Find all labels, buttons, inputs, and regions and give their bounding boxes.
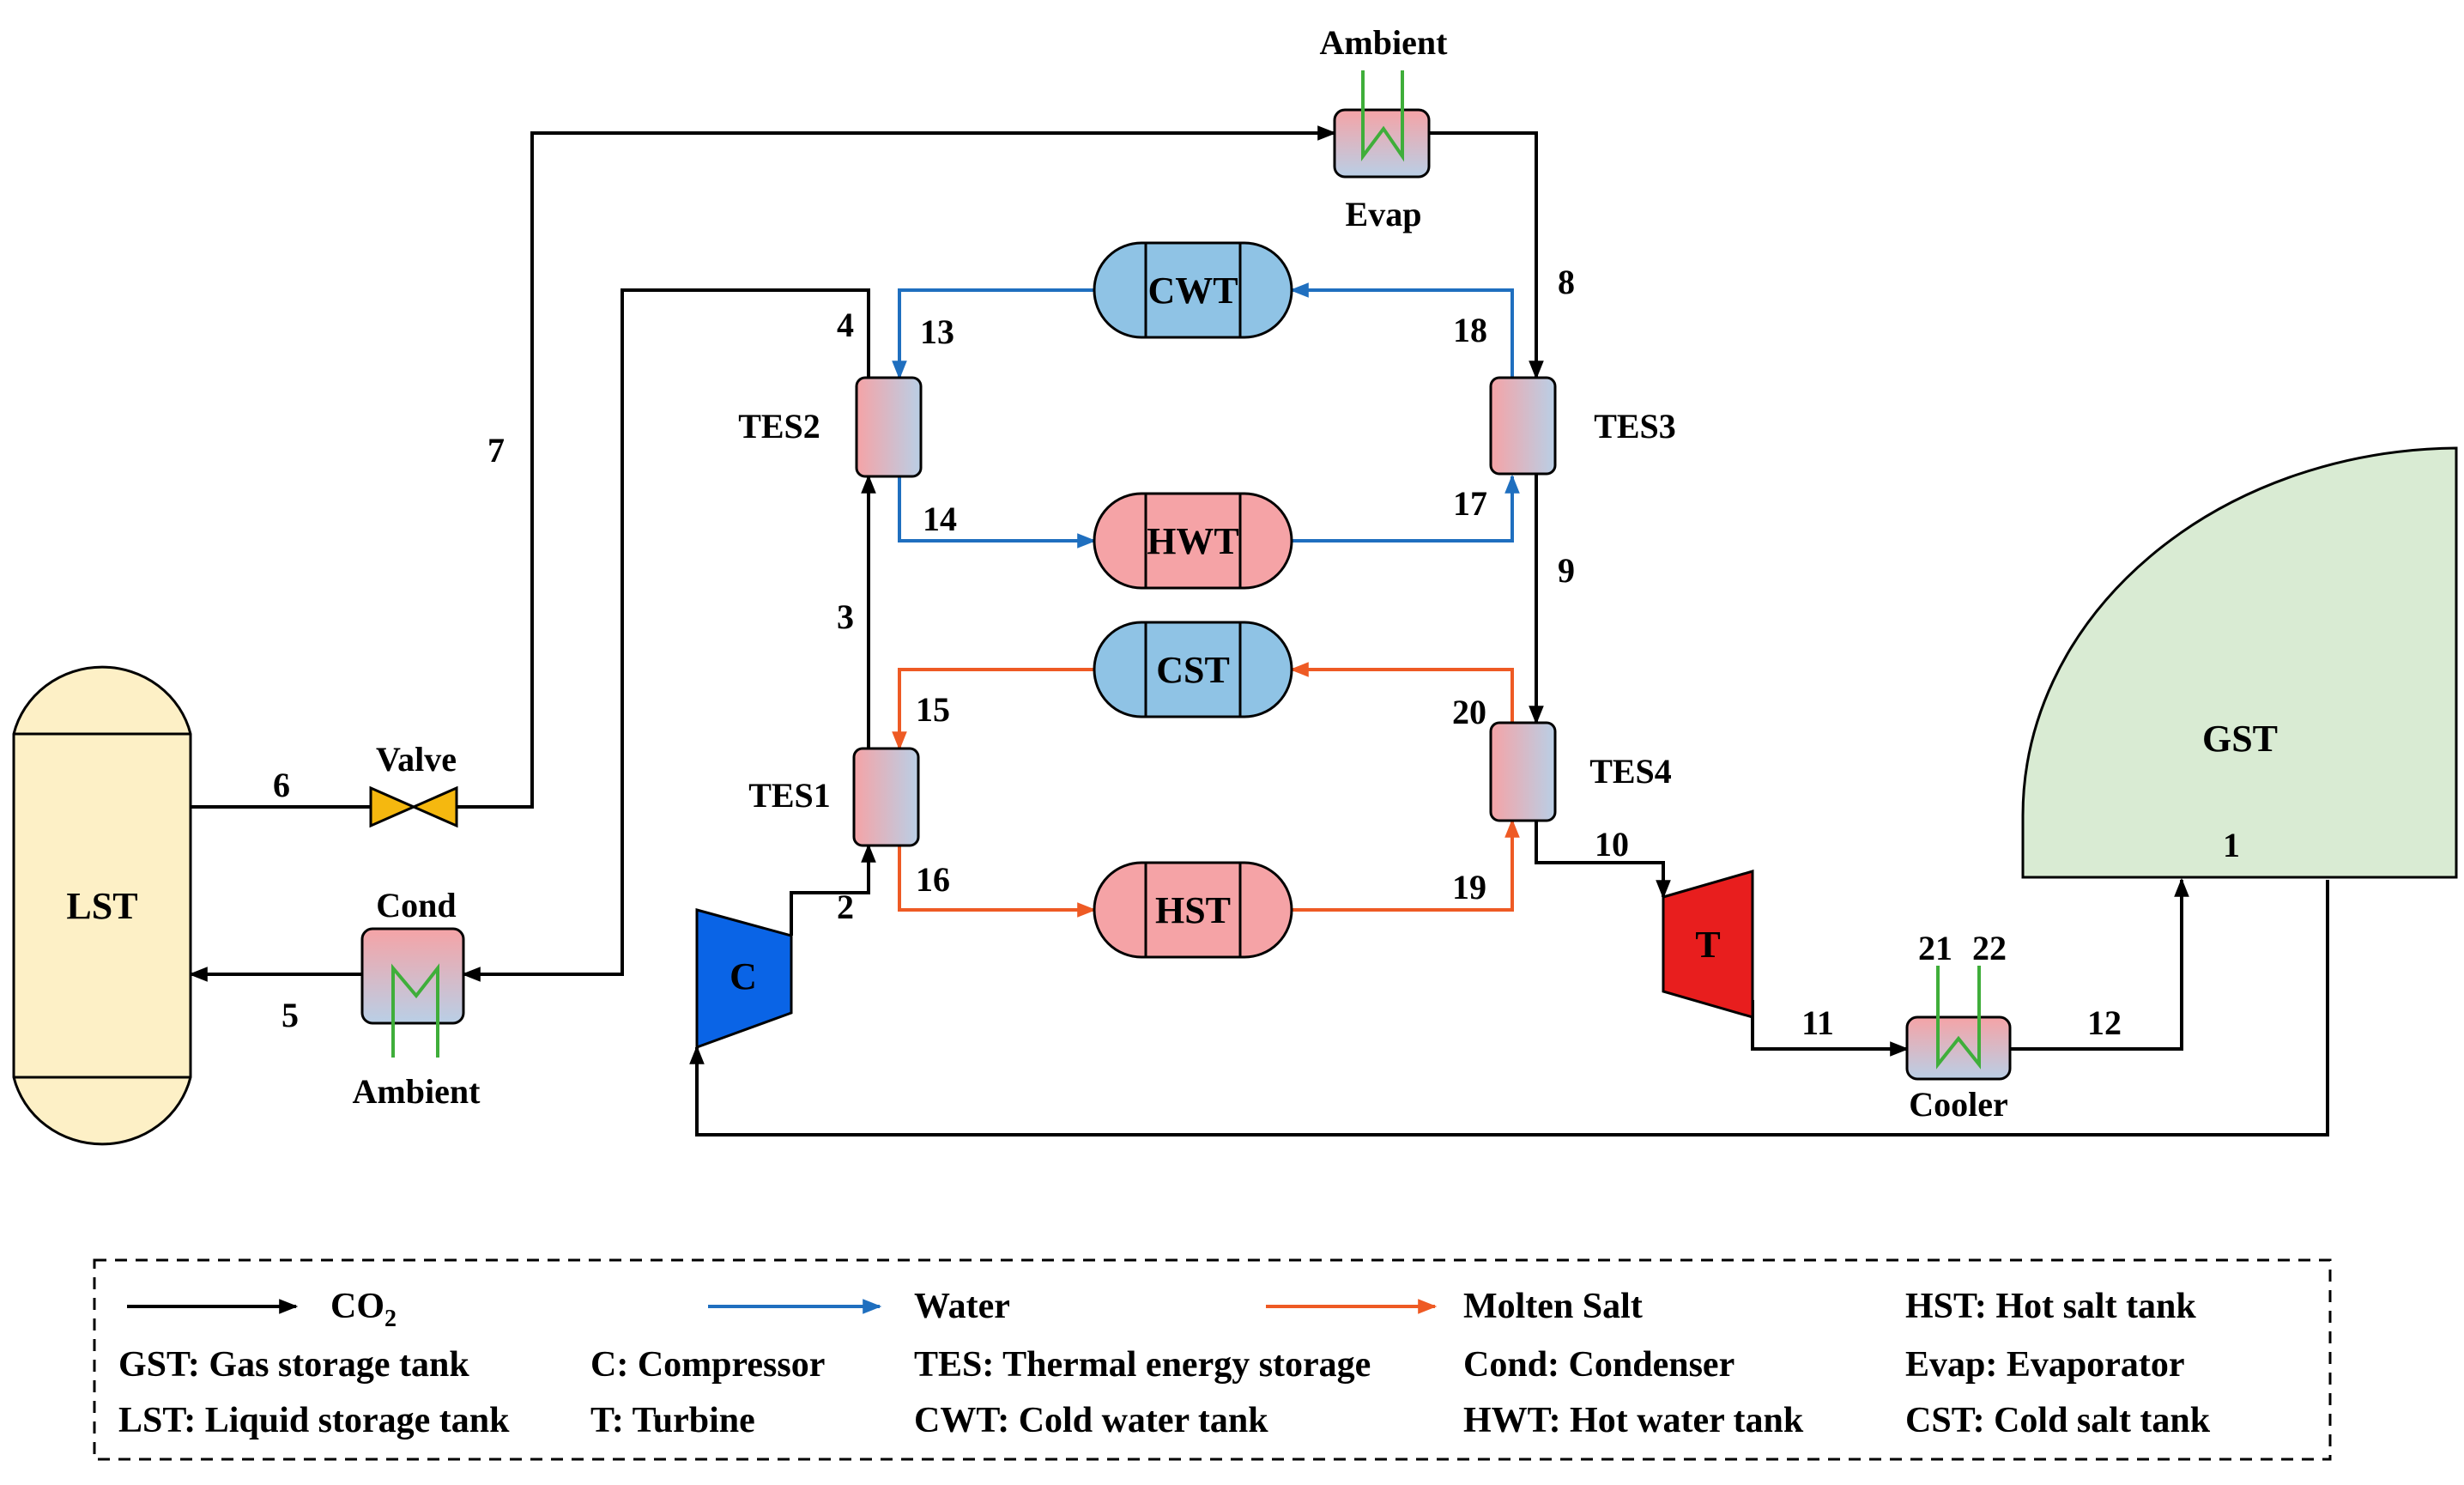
line-stream-13 xyxy=(892,288,1094,380)
line-stream-10 xyxy=(1535,821,1671,900)
lst-label: LST xyxy=(66,885,137,927)
stream-label-5: 5 xyxy=(282,996,299,1034)
cst-label: CST xyxy=(1156,649,1230,691)
line-stream-14 xyxy=(898,476,1097,549)
stream-label-18: 18 xyxy=(1453,311,1487,349)
turbine: T xyxy=(1662,870,1754,1019)
line-stream-7 xyxy=(457,125,1337,809)
condenser-coil-icon xyxy=(391,963,439,1058)
stream-label-20: 20 xyxy=(1452,693,1486,731)
evaporator-coil-icon xyxy=(1361,70,1404,162)
line-stream-15 xyxy=(892,668,1094,751)
evap-label: Evap xyxy=(1346,195,1422,233)
line-stream-17 xyxy=(1292,474,1520,542)
line-stream-20 xyxy=(1289,662,1514,723)
cold-salt-tank: CST xyxy=(1093,621,1293,718)
stream-label-6: 6 xyxy=(273,766,290,804)
stream-label-4: 4 xyxy=(837,306,854,344)
stream-label-11: 11 xyxy=(1801,1003,1834,1042)
stream-numbers: 1 2 3 4 5 6 7 8 9 10 11 12 13 14 15 16 1… xyxy=(273,263,2240,1042)
line-stream-2 xyxy=(790,843,876,936)
line-stream-16 xyxy=(898,846,1097,918)
stream-label-21: 21 xyxy=(1918,929,1952,967)
hot-water-tank: HWT xyxy=(1093,492,1293,590)
cooler: Cooler xyxy=(1905,966,2012,1124)
gas-storage-tank: GST xyxy=(2021,446,2458,879)
stream-label-7: 7 xyxy=(487,431,505,470)
stream-label-13: 13 xyxy=(920,312,954,351)
legend-hwt: HWT: Hot water tank xyxy=(1463,1401,1804,1440)
cooler-coil-icon xyxy=(1936,966,1981,1070)
hwt-label: HWT xyxy=(1147,520,1239,562)
cwt-label: CWT xyxy=(1147,270,1238,312)
legend-gst: GST: Gas storage tank xyxy=(118,1345,469,1385)
compressor-label: C xyxy=(730,955,757,997)
line-stream-4 xyxy=(461,288,870,982)
tes3-label: TES3 xyxy=(1594,407,1676,446)
stream-label-8: 8 xyxy=(1558,263,1575,301)
tes3-unit: TES3 xyxy=(1489,376,1676,476)
stream-label-2: 2 xyxy=(837,888,854,926)
stream-label-16: 16 xyxy=(916,860,950,899)
cooler-label: Cooler xyxy=(1909,1085,2008,1124)
legend-cond: Cond: Condenser xyxy=(1463,1345,1734,1385)
stream-label-9: 9 xyxy=(1558,551,1575,590)
legend-frame xyxy=(93,1258,2332,1461)
line-return-to-compressor xyxy=(689,880,2329,1136)
legend-cst: CST: Cold salt tank xyxy=(1905,1401,2211,1440)
stream-label-3: 3 xyxy=(837,597,854,636)
condenser: Cond Ambient xyxy=(353,886,481,1111)
cond-label: Cond xyxy=(376,886,456,924)
gst-label: GST xyxy=(2202,718,2278,760)
legend-co2: CO2 xyxy=(330,1287,397,1332)
tes1-label: TES1 xyxy=(748,776,831,815)
stream-label-19: 19 xyxy=(1452,868,1486,906)
stream-label-14: 14 xyxy=(923,500,957,538)
line-stream-18 xyxy=(1289,282,1514,378)
legend-water: Water xyxy=(914,1287,1010,1326)
turbine-label: T xyxy=(1695,924,1720,966)
hst-label: HST xyxy=(1155,889,1231,931)
line-stream-19 xyxy=(1292,818,1520,912)
liquid-storage-tank: LST xyxy=(12,665,192,1146)
legend: CO2 Water Molten Salt HST: Hot salt tank… xyxy=(93,1258,2332,1461)
line-stream-12 xyxy=(2010,877,2189,1051)
tes1-unit: TES1 xyxy=(748,747,920,847)
stream-label-1: 1 xyxy=(2223,826,2240,864)
legend-turbine: T: Turbine xyxy=(590,1401,755,1440)
stream-label-10: 10 xyxy=(1595,825,1629,864)
stream-label-17: 17 xyxy=(1453,484,1487,523)
legend-evap: Evap: Evaporator xyxy=(1905,1345,2185,1385)
stream-label-12: 12 xyxy=(2087,1003,2122,1042)
legend-compressor: C: Compressor xyxy=(590,1345,825,1385)
line-stream-8 xyxy=(1429,131,1544,380)
valve-label: Valve xyxy=(376,740,457,779)
tes2-unit: TES2 xyxy=(738,376,923,478)
stream-label-15: 15 xyxy=(916,690,950,729)
hot-salt-tank: HST xyxy=(1093,861,1293,959)
legend-lst: LST: Liquid storage tank xyxy=(118,1401,510,1440)
cold-water-tank: CWT xyxy=(1093,241,1293,339)
compressor: C xyxy=(695,908,793,1050)
legend-hst: HST: Hot salt tank xyxy=(1905,1287,2196,1326)
legend-tes: TES: Thermal energy storage xyxy=(914,1345,1371,1385)
ambient-bottom-label: Ambient xyxy=(353,1072,481,1111)
tes4-unit: TES4 xyxy=(1489,721,1672,822)
tes2-label: TES2 xyxy=(738,407,820,446)
evaporator: Ambient Evap xyxy=(1320,23,1449,233)
legend-cwt: CWT: Cold water tank xyxy=(914,1401,1268,1440)
ambient-top-label: Ambient xyxy=(1320,23,1449,62)
expansion-valve: Valve xyxy=(369,740,458,828)
stream-label-22: 22 xyxy=(1972,929,2007,967)
legend-molten-salt: Molten Salt xyxy=(1463,1287,1643,1326)
tes4-label: TES4 xyxy=(1589,752,1672,791)
